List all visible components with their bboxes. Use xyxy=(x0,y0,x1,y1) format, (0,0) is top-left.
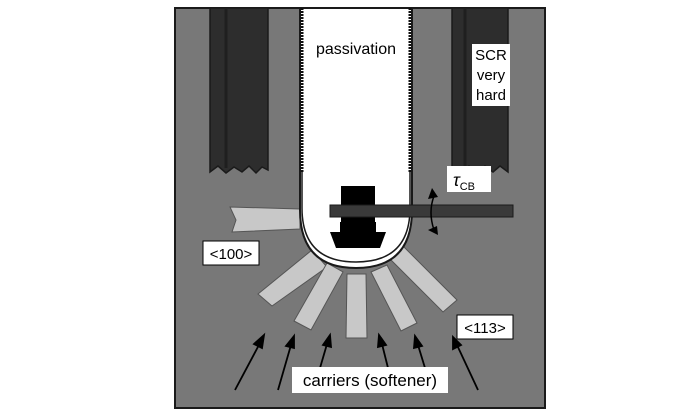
ray-100 xyxy=(229,206,301,233)
tip-base xyxy=(330,232,386,248)
scr-label-box: SCR very hard xyxy=(472,44,510,106)
tau-subscript: CB xyxy=(460,181,475,193)
carrier-arrow-5 xyxy=(417,344,426,369)
ray-right-1 xyxy=(370,264,418,332)
carrier-arrow-3 xyxy=(319,343,328,369)
scr-label-line2: very xyxy=(477,67,506,84)
carrier-arrows xyxy=(234,332,479,391)
tau-symbol: τ xyxy=(453,170,461,190)
svg-text:<113>: <113> xyxy=(464,320,506,337)
scr-label-line3: hard xyxy=(476,87,506,104)
cavity-inner-outline xyxy=(301,172,411,263)
ray-center xyxy=(345,273,368,339)
svg-text:carriers (softener): carriers (softener) xyxy=(303,371,437,390)
passivation-cavity xyxy=(299,7,413,270)
tau-cb-arrowhead-bottom xyxy=(428,226,438,235)
dir-100-label: <100> xyxy=(202,240,260,266)
svg-text:τCB: τCB xyxy=(453,170,475,193)
svg-text:<100>: <100> xyxy=(210,246,253,263)
cantilever-beam xyxy=(329,204,514,218)
carrier-rays xyxy=(229,206,458,339)
tau-cb-arrow xyxy=(430,195,435,231)
ray-left-2 xyxy=(293,262,344,331)
scr-label-line1: SCR xyxy=(475,47,507,64)
carriers-label: carriers (softener) xyxy=(292,367,448,393)
carrier-arrow-6 xyxy=(456,344,479,391)
passivation-label: passivation xyxy=(316,41,396,58)
left-scr-band xyxy=(209,7,269,175)
ray-left-1 xyxy=(257,249,328,307)
dir-113-label: <113> xyxy=(456,314,514,340)
tip-neck xyxy=(340,222,376,234)
carrier-arrow-4 xyxy=(381,343,389,369)
tau-cb-arrowhead-top xyxy=(428,188,438,199)
tau-cb-label: τCB xyxy=(447,166,491,193)
carrier-arrow-1 xyxy=(234,342,261,391)
carrier-arrow-2 xyxy=(277,344,292,391)
